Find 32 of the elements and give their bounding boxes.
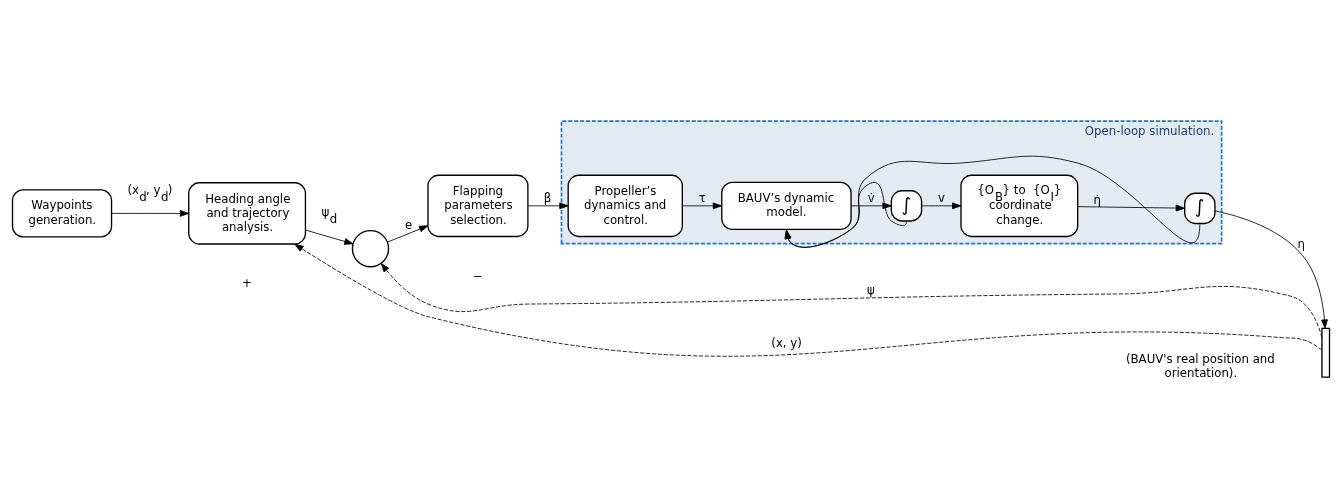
node-box: BAUV’s dynamic model. [721,181,852,230]
node-box: Propeller’s dynamics and control. [567,174,683,238]
edge-label: β [543,191,552,206]
edge-label: v [937,191,945,206]
edge-label: (x, y) [771,335,802,350]
node-box: Flapping parameters selection. [427,174,529,238]
arrow [380,263,1323,338]
arrow [850,202,892,210]
node-box: Waypoints generation. [11,189,113,238]
arrow [784,181,907,248]
arrow [386,225,429,243]
node-box: Heading angle and trajectory analysis. [188,182,307,245]
edge-label: η̇ [1093,192,1102,207]
arrow [921,202,962,210]
label: − [472,268,483,283]
node-circle [351,229,390,268]
label: (BAUV's real position and orientation). [1125,351,1275,381]
arrow [111,210,190,217]
arrow [1077,204,1185,212]
arrow [1214,210,1328,329]
node-bar [1321,327,1331,378]
edge-label: e [404,218,413,233]
edge-label: η [1297,236,1306,251]
edge-label: ψ [867,282,875,297]
arrow [305,229,354,245]
edge-label: τ [698,191,706,206]
arrow [784,155,1201,248]
edge-label: v̇ [867,191,875,206]
arrow [682,202,722,210]
arrow [294,243,1323,357]
label: + [242,276,252,291]
arrow [527,202,569,210]
